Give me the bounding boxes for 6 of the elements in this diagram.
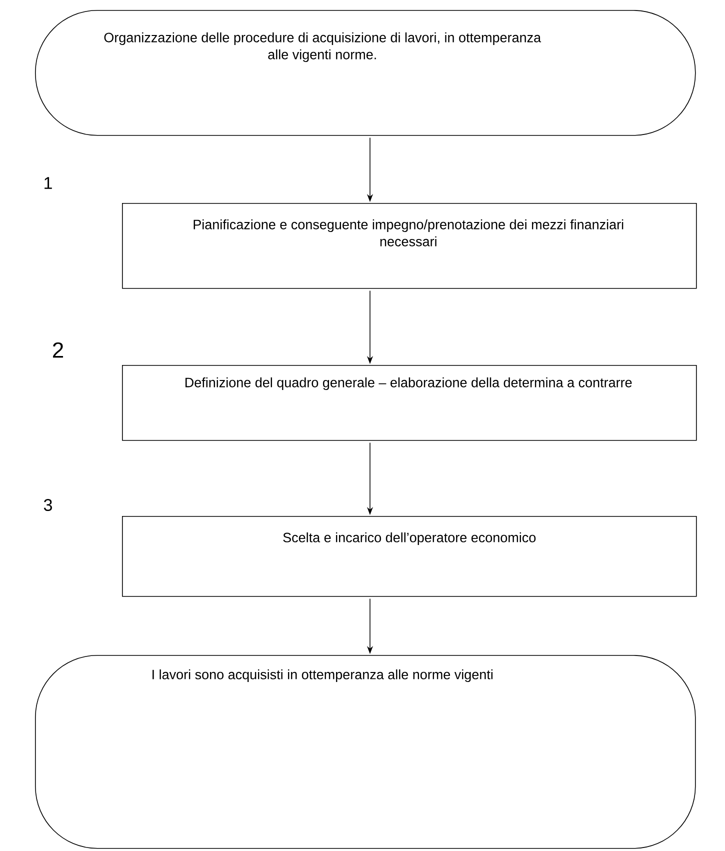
step-number: 3 <box>44 498 52 512</box>
process-box: Pianificazione e conseguente impegno/prenotazione dei mezzi finanziari necessari <box>122 203 697 289</box>
process-box: Definizione del quadro generale – elaborazione della determina a contrarre <box>122 365 697 441</box>
step-number: 2 <box>53 342 64 358</box>
process-box: Scelta e incarico dell’operatore economico <box>122 516 697 597</box>
step-number: 1 <box>44 177 52 189</box>
